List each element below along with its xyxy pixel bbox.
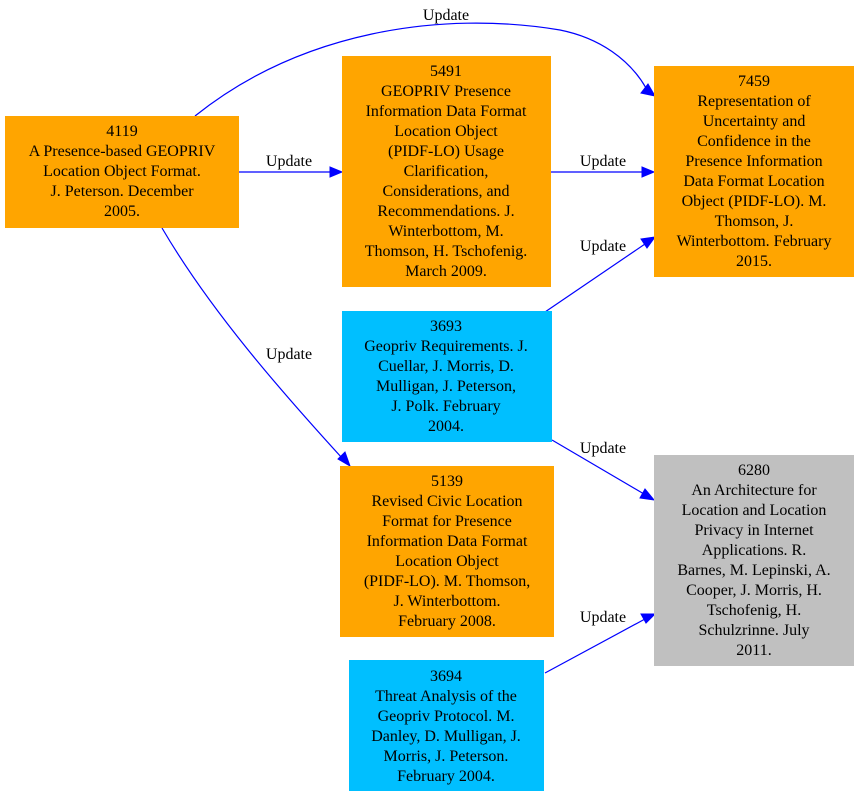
node-text-line: Morris, J. Peterson. xyxy=(384,748,509,765)
node-text-line: Schulzrinne. July xyxy=(698,622,809,639)
node-text-line: Applications. R. xyxy=(702,542,806,559)
edge-label: Update xyxy=(266,153,312,170)
edge-label: Update xyxy=(580,440,626,457)
edge-4119-to-5139: Update xyxy=(161,227,351,468)
node-text-line: Winterbottom, M. xyxy=(388,223,503,240)
node-number: 3694 xyxy=(430,668,462,685)
node-text-line: Format for Presence xyxy=(382,513,512,530)
node-number: 7459 xyxy=(738,73,770,90)
node-text-line: Threat Analysis of the xyxy=(375,688,517,705)
node-text-line: Clarification, xyxy=(404,163,489,180)
node-number: 6280 xyxy=(738,462,770,479)
node-text-line: Cuellar, J. Morris, D. xyxy=(378,358,514,375)
node-text-line: 2015. xyxy=(736,253,772,270)
node-text-line: Winterbottom. February xyxy=(677,233,832,250)
edge-label: Update xyxy=(580,609,626,626)
node-text-line: Thomson, J. xyxy=(715,213,794,230)
edge-label: Update xyxy=(580,153,626,170)
node-text-line: Thomson, H. Tschofenig. xyxy=(365,243,528,260)
node-text-line: Object (PIDF-LO). M. xyxy=(682,193,827,210)
edge-4119-to-7459: Update xyxy=(194,7,657,117)
node-text-line: (PIDF-LO) Usage xyxy=(388,143,504,160)
node-text-line: March 2009. xyxy=(405,263,487,280)
node-text-line: Location and Location xyxy=(682,502,827,519)
node-text-line: Uncertainty and xyxy=(703,113,806,130)
edge-3693-to-7459: Update xyxy=(544,236,657,313)
node-number: 5139 xyxy=(431,473,463,490)
node-text-line: 2005. xyxy=(104,203,140,220)
edge-3694-to-6280: Update xyxy=(544,609,657,674)
node-text-line: Cooper, J. Morris, H. xyxy=(686,582,822,599)
node-text-line: 2004. xyxy=(428,418,464,435)
node-text-line: (PIDF-LO). M. Thomson, xyxy=(364,573,530,590)
node-text-line: Recommendations. J. xyxy=(377,203,514,220)
node-text-line: Presence Information xyxy=(685,153,822,170)
node-number: 3693 xyxy=(430,318,462,335)
node-text-line: Information Data Format xyxy=(366,103,527,120)
node-text-line: Barnes, M. Lepinski, A. xyxy=(677,562,830,579)
node-text-line: J. Winterbottom. xyxy=(393,593,500,610)
node-text-line: Mulligan, J. Peterson, xyxy=(376,378,516,395)
node-text-line: GEOPRIV Presence xyxy=(381,83,511,100)
node-text-line: Revised Civic Location xyxy=(371,493,522,510)
node-text-line: Geopriv Requirements. J. xyxy=(364,338,528,355)
edge-3693-to-6280: Update xyxy=(551,439,656,501)
node-text-line: Data Format Location xyxy=(683,173,824,190)
node-text-line: J. Peterson. December xyxy=(50,183,194,200)
node-text-line: 2011. xyxy=(736,642,771,659)
node-text-line: Privacy in Internet xyxy=(694,522,814,539)
node-text-line: Geopriv Protocol. M. xyxy=(378,708,515,725)
node-text-line: Location Object Format. xyxy=(43,163,201,180)
node-number: 4119 xyxy=(106,123,137,140)
node-text-line: A Presence-based GEOPRIV xyxy=(29,143,216,160)
node-text-line: Considerations, and xyxy=(382,183,509,200)
node-text-line: Confidence in the xyxy=(697,133,811,150)
node-text-line: February 2004. xyxy=(397,768,495,785)
edge-5491-to-7459: Update xyxy=(551,153,656,178)
edge-4119-to-5491: Update xyxy=(239,153,344,178)
node-number: 5491 xyxy=(430,63,462,80)
node-text-line: Location Object xyxy=(395,553,499,570)
edge-label: Update xyxy=(266,346,312,363)
node-text-line: Representation of xyxy=(697,93,811,110)
node-text-line: Danley, D. Mulligan, J. xyxy=(371,728,521,745)
node-text-line: J. Polk. February xyxy=(391,398,500,415)
node-text-line: An Architecture for xyxy=(691,482,817,499)
edge-label: Update xyxy=(423,7,469,24)
node-text-line: Information Data Format xyxy=(367,533,528,550)
node-text-line: Location Object xyxy=(394,123,498,140)
node-text-line: Tschofenig, H. xyxy=(707,602,801,619)
node-4119[interactable]: 4119 A Presence-based GEOPRIV Location Obj… xyxy=(5,116,239,228)
node-text-line: February 2008. xyxy=(398,613,496,630)
edge-label: Update xyxy=(580,238,626,255)
